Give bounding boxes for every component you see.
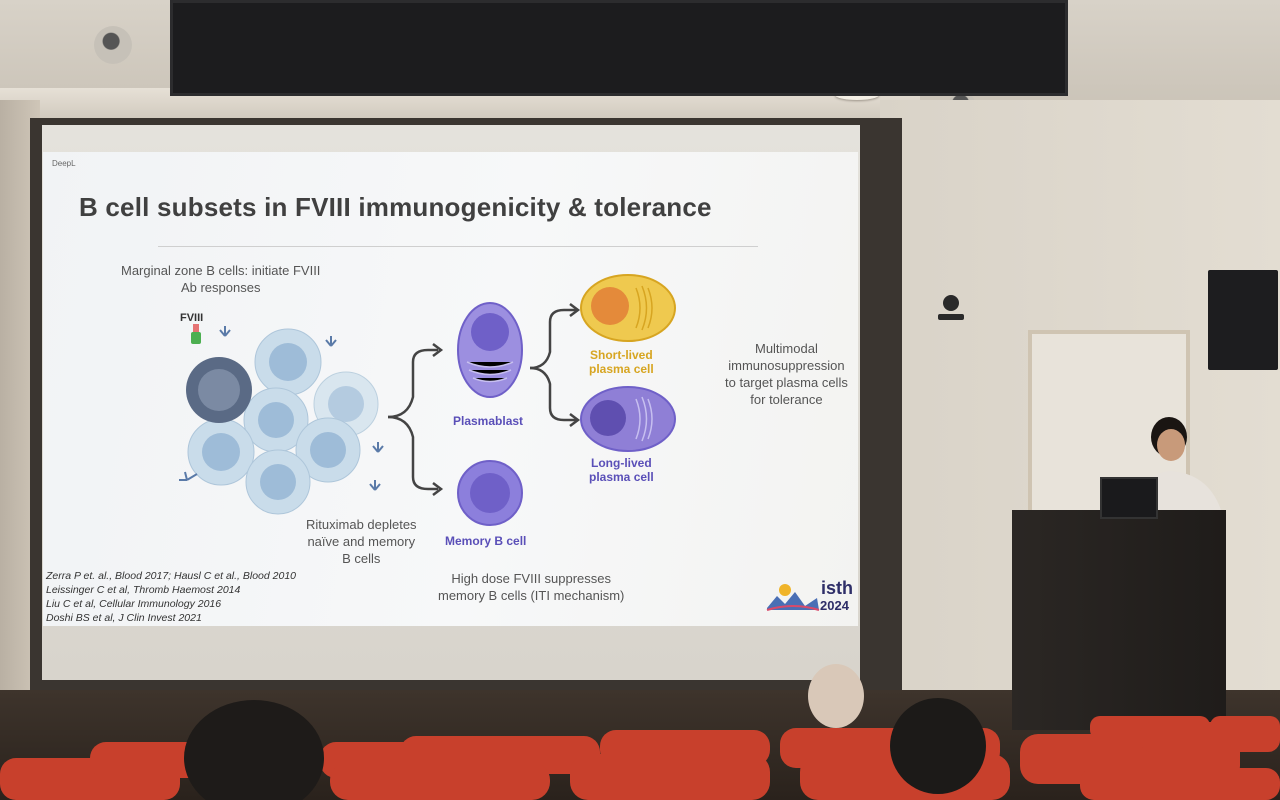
reference-item: Zerra P et. al., Blood 2017; Hausl C et … xyxy=(46,570,297,582)
slide-title: B cell subsets in FVIII immunogenicity &… xyxy=(79,192,712,222)
fviii-label: FVIII xyxy=(180,312,204,324)
deepl-watermark: DeepL xyxy=(52,159,76,168)
long-lived-label: Long-lived plasma cell xyxy=(589,456,654,484)
rituximab-note: Rituximab depletes naïve and memory B ce… xyxy=(306,517,417,566)
auditorium-seats xyxy=(0,664,1280,800)
plasmablast-cell xyxy=(457,302,523,398)
webcam-icon xyxy=(938,295,964,320)
reference-item: Liu C et al, Cellular Immunology 2016 xyxy=(46,598,222,610)
antibody-receptor-icon xyxy=(179,326,384,491)
b-cell xyxy=(245,449,311,515)
branch-arrow-left xyxy=(387,343,444,496)
isth-logo-text: isth xyxy=(821,578,854,598)
audience-member xyxy=(890,698,986,794)
isth-logo-graphic xyxy=(766,584,820,611)
b-cell xyxy=(187,418,255,486)
branch-arrow-right xyxy=(529,303,581,427)
marginal-zone-note: Marginal zone B cells: initiate FVIII Ab… xyxy=(121,263,321,295)
title-divider xyxy=(158,246,758,247)
short-lived-plasma-cell xyxy=(580,274,676,342)
reference-item: Leissinger C et al, Thromb Haemost 2014 xyxy=(46,584,241,596)
b-cell xyxy=(295,417,361,483)
short-lived-label: Short-lived plasma cell xyxy=(589,348,654,376)
audience-member xyxy=(184,700,324,800)
isth-logo-year: 2024 xyxy=(820,598,849,613)
security-camera xyxy=(94,26,132,64)
long-lived-plasma-cell xyxy=(580,386,676,452)
audience-member xyxy=(808,664,864,728)
overhead-display-panel xyxy=(170,0,1068,96)
references-list: Zerra P et. al., Blood 2017; Hausl C et … xyxy=(46,569,296,625)
activated-b-cell xyxy=(186,357,252,423)
fviii-antigen-icon xyxy=(191,324,201,344)
laptop xyxy=(1100,477,1158,519)
memory-b-label: Memory B cell xyxy=(445,534,527,548)
reference-item: Doshi BS et al, J Clin Invest 2021 xyxy=(46,612,202,624)
wall-speaker xyxy=(1208,270,1278,370)
b-cell xyxy=(254,328,322,396)
presentation-slide: DeepL B cell subsets in FVIII immunogeni… xyxy=(43,152,858,626)
multimodal-note: Multimodal immunosuppression to target p… xyxy=(725,341,848,407)
plasmablast-label: Plasmablast xyxy=(453,414,524,428)
podium xyxy=(1012,510,1226,730)
b-cell-cluster xyxy=(179,324,384,515)
memory-b-cell xyxy=(457,460,523,526)
b-cell xyxy=(243,387,309,453)
high-dose-note: High dose FVIII suppresses memory B cell… xyxy=(438,571,625,603)
